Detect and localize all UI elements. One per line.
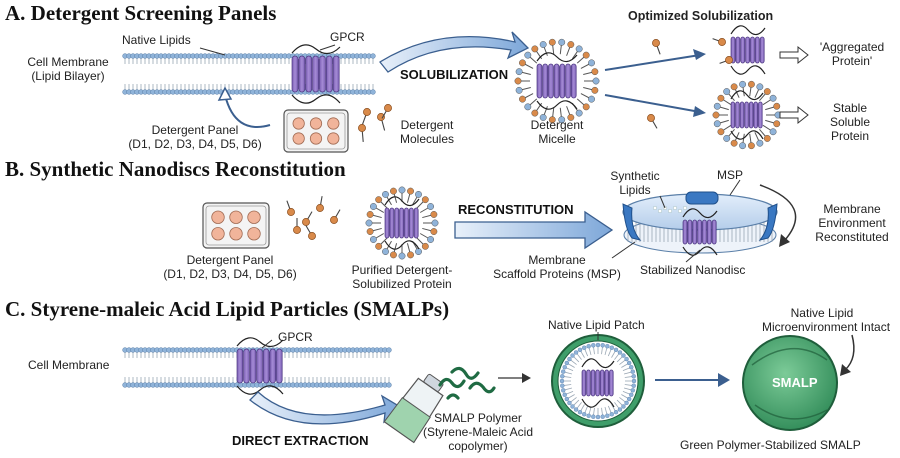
arrow-to-patch-head: [522, 373, 531, 383]
native-lipid-patch-icon: [551, 334, 645, 428]
nanodisc-icon: [622, 191, 778, 256]
native-lipids-pointer: [199, 47, 226, 56]
purified-protein-label: Purified Detergent-Solubilized Protein: [351, 263, 453, 291]
gpcr-pointer-a: [319, 44, 336, 51]
section-c-title: C. Styrene-maleic Acid Lipid Particles (…: [5, 297, 450, 321]
stable-micelle-icon: [712, 80, 782, 150]
gpcr-label-c: GPCR: [278, 330, 313, 344]
polymer-strand-icon: [438, 366, 496, 400]
arrow-head-stable: [693, 106, 706, 117]
outline-arrow-stable: [779, 105, 809, 125]
detergent-panel-label-b: Detergent Panel(D1, D2, D3, D4, D5, D6): [163, 253, 297, 281]
detergent-molecule-icon: [286, 196, 341, 240]
section-a: [122, 25, 809, 153]
micelle-icon: [514, 38, 600, 124]
cell-membrane-label-a: Cell Membrane(Lipid Bilayer): [27, 55, 109, 83]
stabilized-pointer: [685, 249, 701, 263]
section-c: [122, 332, 855, 444]
micelle-icon: [365, 186, 439, 260]
section-b-title: B. Synthetic Nanodiscs Reconstitution: [5, 157, 346, 181]
arrow-to-stable: [604, 94, 701, 113]
aggregated-protein-icon: [712, 25, 766, 75]
native-lipid-patch-label: Native Lipid Patch: [548, 318, 645, 332]
arrow-head-aggregated: [693, 49, 706, 60]
micro-env-arrow-head: [840, 364, 851, 376]
well-plate-icon: [202, 202, 270, 249]
cell-membrane-label-c: Cell Membrane: [28, 358, 110, 372]
msp-label: MSP: [717, 168, 744, 182]
reconstitution-arrow: [454, 210, 614, 250]
solubilization-arrow: [379, 31, 530, 73]
native-lipids-label: Native Lipids: [122, 33, 191, 47]
gpcr-helix-icon: [291, 44, 341, 104]
smalp-disc-icon: [742, 335, 838, 431]
arrow-to-aggregated: [604, 54, 701, 71]
gpcr-label-a: GPCR: [330, 30, 365, 44]
optimized-solubilization-label: Optimized Solubilization: [628, 9, 774, 23]
polymer-bottle-icon: [383, 373, 444, 444]
panel-arrow-head: [217, 86, 233, 101]
direct-extraction-arrow: [249, 391, 404, 425]
solubilization-label: SOLUBILIZATION: [400, 67, 509, 82]
reconstitution-label: RECONSTITUTION: [458, 202, 574, 217]
msp-pointer: [729, 179, 741, 196]
well-plate-icon: [283, 109, 349, 153]
detergent-molecule-icon: [358, 104, 392, 142]
arrow-to-smalp-head: [718, 373, 730, 387]
smalp-disc-label: SMALP: [772, 375, 818, 390]
membrane-env-arrow-head: [779, 234, 790, 247]
msp-full-pointer: [611, 241, 636, 259]
green-stabilized-smalp-label: Green Polymer-Stabilized SMALP: [680, 438, 861, 452]
synthetic-lipids-pointer: [659, 195, 666, 209]
micro-env-arrow: [844, 334, 855, 371]
outline-arrow-aggregated: [779, 45, 809, 65]
gpcr-pointer-c: [261, 339, 273, 349]
membrane-env-arrow: [759, 184, 797, 241]
panel-to-membrane-arrow: [224, 94, 271, 128]
stabilized-nanodisc-label: Stabilized Nanodisc: [640, 263, 746, 277]
detergent-panel-label-a: Detergent Panel(D1, D2, D3, D4, D5, D6): [128, 123, 262, 151]
gpcr-helix-icon: [236, 337, 284, 395]
section-a-title: A. Detergent Screening Panels: [5, 1, 277, 25]
section-b: [202, 179, 797, 263]
direct-extraction-label: DIRECT EXTRACTION: [232, 433, 369, 448]
